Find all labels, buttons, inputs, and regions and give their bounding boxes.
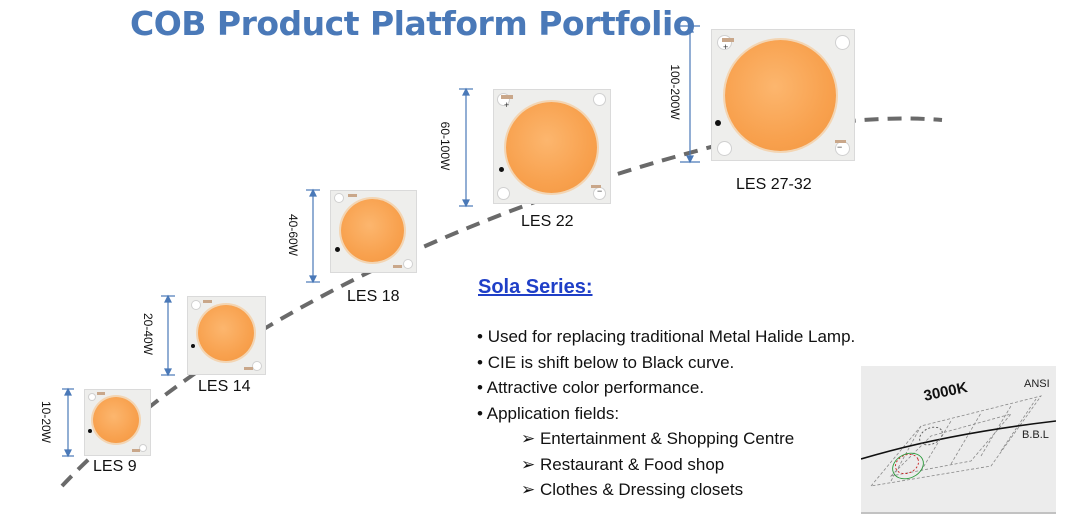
power-range-les18: 40-60W	[286, 213, 300, 257]
cob-chip-les14	[187, 296, 266, 375]
power-range-les22: 60-100W	[438, 121, 452, 171]
bbl-label: B.B.L	[1022, 429, 1049, 441]
feature-item: • CIE is shift below to Black curve.	[477, 352, 735, 372]
sola-series-title: Sola Series:	[478, 276, 593, 298]
cie-chart-inset: 3000K ANSI B.B.L	[861, 366, 1056, 514]
chip-label-les14: LES 14	[198, 378, 251, 395]
feature-list: • Used for replacing traditional Metal H…	[477, 327, 855, 506]
ansi-label: ANSI	[1024, 378, 1050, 390]
power-range-les9: 10-20W	[39, 400, 53, 444]
page-title: COB Product Platform Portfolio	[130, 4, 695, 43]
application-item: ➢ Clothes & Dressing closets	[521, 480, 744, 499]
cie-chart-graphic	[861, 395, 1056, 514]
chip-label-les9: LES 9	[93, 458, 137, 475]
dimension-markers	[62, 24, 700, 458]
feature-item: • Application fields:	[477, 403, 620, 423]
chip-label-les27-32: LES 27-32	[736, 176, 812, 193]
application-item: ➢ Restaurant & Food shop	[521, 454, 725, 474]
power-range-les14: 20-40W	[141, 312, 155, 356]
cob-chip-les18	[330, 190, 417, 273]
cob-chip-les22: + −	[493, 89, 611, 204]
cob-chip-les27-32: + −	[711, 29, 855, 161]
chip-label-les18: LES 18	[347, 288, 400, 305]
application-item: ➢ Entertainment & Shopping Centre	[521, 429, 795, 448]
cob-chip-les9	[84, 389, 151, 456]
chip-label-les22: LES 22	[521, 213, 574, 230]
power-range-les27-32: 100-200W	[668, 64, 682, 120]
feature-item: • Used for replacing traditional Metal H…	[477, 327, 856, 346]
feature-item: • Attractive color performance.	[477, 378, 705, 397]
